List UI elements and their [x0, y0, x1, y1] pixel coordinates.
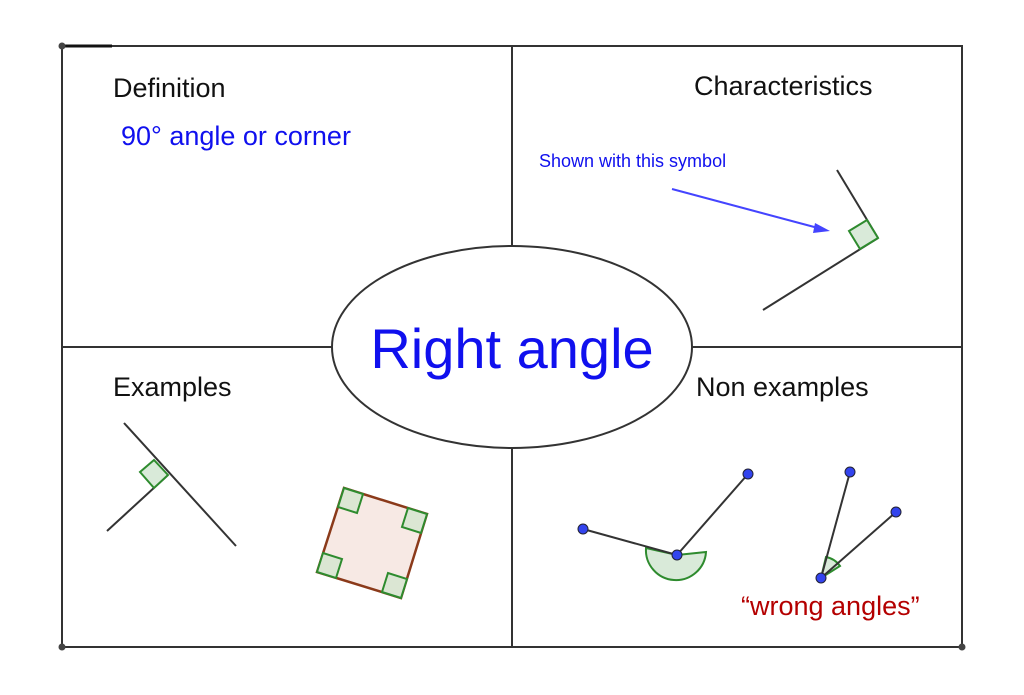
right-angle-marker-icon — [400, 506, 429, 535]
obtuse-angle-example — [577, 468, 754, 582]
grid-frame — [61, 45, 963, 648]
characteristics-heading: Characteristics — [694, 71, 873, 101]
point-icon — [58, 42, 66, 50]
examples-square — [315, 486, 429, 600]
acute-angle-example — [815, 466, 902, 584]
center-ellipse — [331, 245, 693, 449]
point-icon — [890, 506, 902, 518]
right-angle-marker-icon — [380, 571, 409, 600]
non-examples-heading: Non examples — [696, 372, 869, 402]
right-angle-marker-icon — [336, 486, 365, 515]
right-angle-marker-icon — [138, 458, 170, 490]
point-icon — [815, 572, 827, 584]
definition-text: 90° angle or corner — [121, 121, 351, 151]
characteristics-right-angle — [762, 169, 880, 311]
characteristics-note: Shown with this symbol — [539, 151, 726, 171]
corner-points — [58, 42, 966, 651]
arrow-icon — [671, 188, 830, 233]
non-examples-note: “wrong angles” — [741, 591, 920, 621]
right-angle-marker-icon — [847, 218, 880, 251]
point-icon — [742, 468, 754, 480]
examples-perpendicular-lines — [106, 422, 237, 547]
point-icon — [844, 466, 856, 478]
center-title: Right angle — [370, 317, 653, 380]
definition-heading: Definition — [113, 73, 226, 103]
point-icon — [958, 643, 966, 651]
right-angle-marker-icon — [315, 551, 344, 580]
point-icon — [58, 643, 66, 651]
examples-heading: Examples — [113, 372, 232, 402]
point-icon — [577, 523, 589, 535]
reflex-angle-arc — [644, 546, 708, 582]
point-icon — [671, 549, 683, 561]
